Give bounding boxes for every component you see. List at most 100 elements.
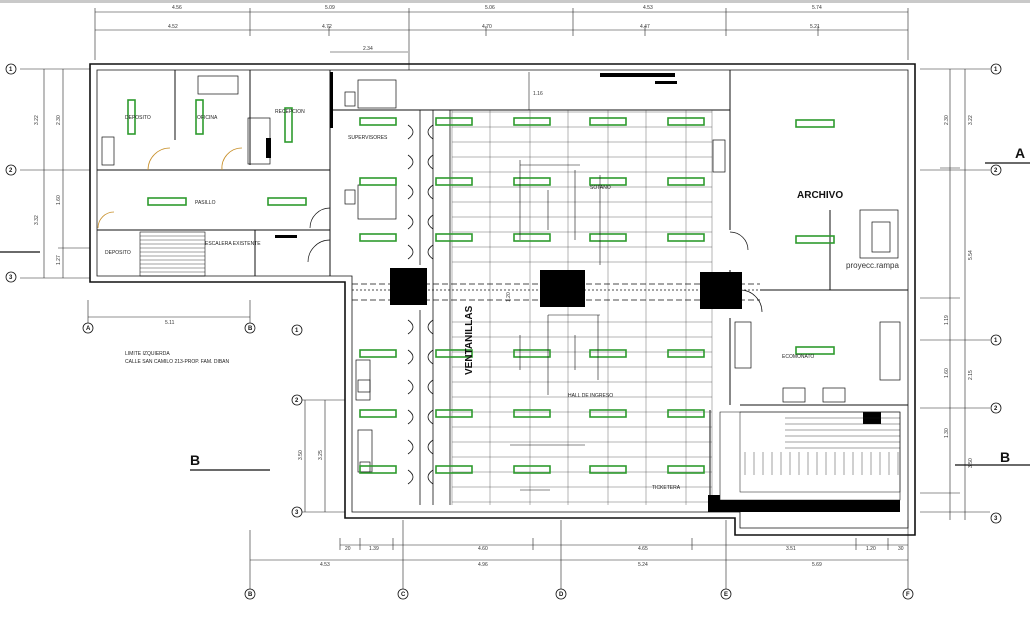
axis-right-4: 2 — [994, 406, 998, 412]
workstation — [513, 349, 551, 358]
room-pasillo: PASILLO — [195, 200, 216, 206]
right-dimension-lines — [920, 68, 990, 520]
workstation — [667, 465, 705, 474]
dim-right-3: 5.54 — [968, 250, 974, 260]
top-dimension-lines — [94, 8, 909, 110]
dim-bottom2-2: 4.96 — [478, 562, 488, 568]
axis-top-1: 1 — [9, 67, 13, 73]
dim-mid-small: 1.20 — [506, 292, 512, 302]
dim-left-5: 1.27 — [56, 255, 62, 265]
workstation — [435, 117, 473, 126]
dim-bottom2-1: 4.53 — [320, 562, 330, 568]
axis-right-5: 3 — [994, 516, 998, 522]
room-ventanillas: VENTANILLAS — [464, 305, 475, 375]
dim-top2-2: 4.72 — [322, 24, 332, 30]
bottom-dimension-lines — [249, 520, 909, 590]
dim-top-2: 5.09 — [325, 5, 335, 11]
axis-mid-2: 2 — [295, 398, 299, 404]
workstation — [513, 409, 551, 418]
dim-bottom-6: 1.20 — [866, 546, 876, 552]
workstation — [667, 117, 705, 126]
workstation — [435, 349, 473, 358]
workstation — [795, 119, 835, 128]
room-sotano: SOTANO — [590, 185, 611, 191]
workstation — [359, 117, 397, 126]
workstation — [267, 197, 307, 206]
workstation — [435, 465, 473, 474]
workstation — [589, 349, 627, 358]
workstation — [795, 235, 835, 244]
dim-right-7: 1.30 — [944, 428, 950, 438]
dim-top-5: 5.74 — [812, 5, 822, 11]
axis-bottom-a: A — [86, 326, 91, 332]
workstation — [589, 465, 627, 474]
workstation — [667, 233, 705, 242]
workstation — [795, 346, 835, 355]
room-deposito2: DEPOSITO — [125, 115, 151, 121]
exterior-walls — [89, 63, 916, 536]
dim-right-4: 2.15 — [968, 370, 974, 380]
workstation — [435, 233, 473, 242]
axis-right-1: 1 — [994, 67, 998, 73]
workstation — [435, 409, 473, 418]
workstation — [359, 409, 397, 418]
workstation — [589, 233, 627, 242]
axis-bottom-c: C — [401, 592, 406, 598]
desks — [101, 75, 901, 473]
left-dimension-lines — [20, 68, 251, 325]
workstation — [513, 233, 551, 242]
dim-top-small-1: 2.34 — [363, 46, 373, 52]
dim-bottom-5: 3.51 — [786, 546, 796, 552]
dim-top-1: 4.56 — [172, 5, 182, 11]
axis-bottom-b: B — [248, 326, 253, 332]
workstation — [359, 233, 397, 242]
room-hall: HALL DE INGRESO — [568, 393, 613, 399]
room-supervisores: SUPERVISORES — [348, 135, 388, 141]
dim-bottom2-3: 5.24 — [638, 562, 648, 568]
axis-right-3: 1 — [994, 338, 998, 344]
axis-top-3: 3 — [9, 275, 13, 281]
axis-bottom-d: D — [559, 592, 564, 598]
interior-walls — [97, 70, 908, 512]
room-oficina: OFICINA — [197, 115, 218, 121]
axis-right-2: 2 — [994, 168, 998, 174]
axis-bottom-b2: B — [248, 592, 253, 598]
room-economato: ECOMONATO — [782, 354, 814, 360]
dim-mid-2: 3.25 — [318, 450, 324, 460]
room-recepcion: RECEPCION — [275, 109, 305, 115]
axis-top-2: 2 — [9, 168, 13, 174]
workstation — [589, 409, 627, 418]
room-escalera: ESCALERA EXISTENTE — [205, 241, 261, 247]
dim-mid-1: 3.50 — [298, 450, 304, 460]
limit-label-1: LIMITE IZQUIERDA — [125, 351, 170, 357]
workstation — [195, 99, 204, 135]
section-mark-b-left: B — [190, 452, 200, 468]
room-deposito: DEPOSITO — [105, 250, 131, 256]
room-ticketera: TICKETERA — [652, 485, 681, 491]
workstation — [667, 409, 705, 418]
workstation — [589, 177, 627, 186]
dim-left-1: 3.22 — [34, 115, 40, 125]
workstation — [127, 99, 136, 135]
dim-top2-5: 5.21 — [810, 24, 820, 30]
workstation — [359, 349, 397, 358]
ventanillas-counter — [407, 110, 451, 505]
dim-bottom2-4: 5.69 — [812, 562, 822, 568]
dim-left-2: 2.30 — [56, 115, 62, 125]
workstation — [513, 177, 551, 186]
dim-right-1: 3.22 — [968, 115, 974, 125]
dim-top-small-2: 1.16 — [533, 91, 543, 97]
axis-bottom-e: E — [724, 592, 728, 598]
dim-bottom-3: 4.60 — [478, 546, 488, 552]
axis-mid-3: 3 — [295, 510, 299, 516]
workstation — [147, 197, 187, 206]
workstation — [589, 117, 627, 126]
workstation — [513, 465, 551, 474]
limit-label-2: CALLE SAN CAMILO 213-PROP. FAM. DIBAN — [125, 359, 229, 365]
watermark: proyecc.rampa — [846, 261, 899, 270]
dim-left-4: 3.32 — [34, 215, 40, 225]
dim-top2-1: 4.52 — [168, 24, 178, 30]
workstations — [127, 99, 835, 474]
dim-bottom-1: 20 — [345, 546, 351, 552]
